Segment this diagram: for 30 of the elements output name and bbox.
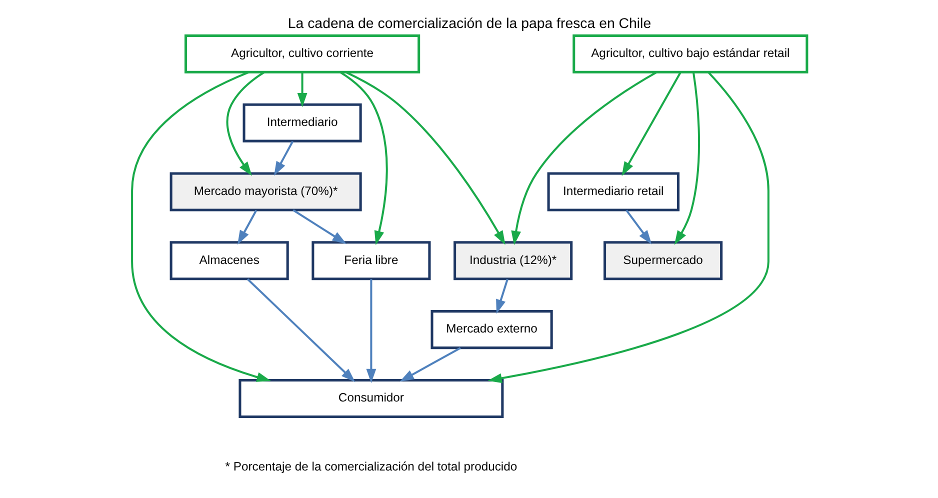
node-box: Mercado mayorista (70%)* bbox=[169, 172, 362, 212]
node-box: Supermercado bbox=[603, 241, 722, 280]
arrow bbox=[496, 278, 508, 314]
arrow bbox=[366, 279, 376, 384]
node-box: Agricultor, cultivo corriente bbox=[184, 34, 420, 74]
arrow bbox=[621, 72, 681, 176]
arrow bbox=[399, 347, 460, 382]
arrow bbox=[296, 72, 307, 108]
node-box: Industria (12%)* bbox=[453, 241, 572, 280]
arrow bbox=[246, 278, 355, 382]
arrow bbox=[674, 72, 700, 245]
node-box: Mercado externo bbox=[430, 310, 552, 350]
node-box: Intermediario retail bbox=[546, 172, 680, 212]
arrow bbox=[625, 210, 652, 244]
arrow bbox=[226, 71, 264, 176]
arrow bbox=[237, 210, 257, 245]
node-box: Intermediario bbox=[242, 103, 362, 142]
arrow bbox=[339, 71, 388, 246]
node-box: Feria libre bbox=[311, 241, 430, 280]
node-box: Agricultor, cultivo bajo estándar retail bbox=[572, 34, 808, 74]
arrow bbox=[487, 72, 769, 384]
arrow bbox=[292, 209, 346, 244]
label: * Porcentaje de la comercialización del total producido bbox=[224, 460, 517, 474]
node-box: Consumidor bbox=[238, 378, 504, 418]
arrow bbox=[274, 140, 294, 176]
arrow bbox=[510, 71, 657, 246]
node-box: Almacenes bbox=[169, 241, 288, 280]
arrow bbox=[345, 71, 505, 245]
diagram-title: La cadena de comercialización de la papa fresca en Chile bbox=[287, 16, 651, 32]
arrow bbox=[130, 71, 270, 382]
